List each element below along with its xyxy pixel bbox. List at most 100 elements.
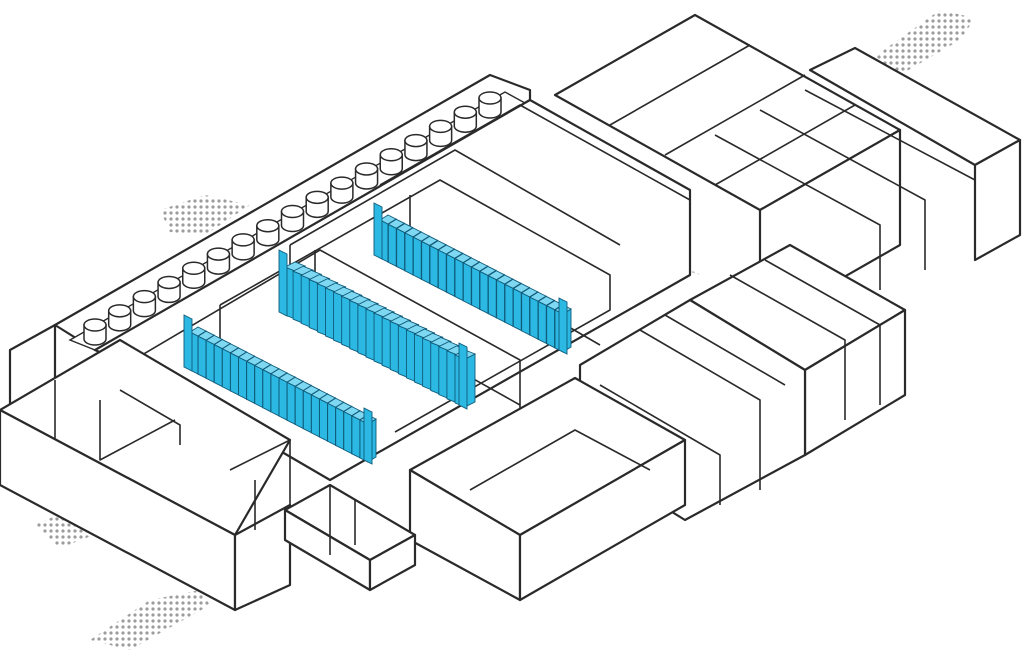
hall-divider-3 — [379, 104, 691, 201]
southwest-wing — [0, 338, 417, 612]
rack-cabinet-top — [364, 303, 388, 314]
cooling-tank — [305, 190, 329, 219]
cooling-tank — [107, 304, 132, 332]
rack-cabinet-top — [405, 324, 428, 335]
rack-cabinet — [479, 270, 489, 315]
rack-cabinet — [230, 352, 239, 396]
tank-top — [330, 176, 354, 190]
rack-cabinet — [454, 257, 464, 302]
cooling-tank — [182, 261, 206, 289]
sw-rooms — [54, 380, 291, 530]
tank-top — [107, 304, 132, 318]
rack-cabinet-top — [308, 274, 331, 285]
tank-top — [231, 233, 255, 247]
cooling-tank — [132, 289, 157, 318]
rack-cabinet — [512, 287, 522, 332]
rack-cabinet — [254, 364, 264, 409]
rack-cabinet-top — [429, 336, 452, 347]
east-wing-partitions — [609, 44, 856, 186]
tank-top — [132, 289, 157, 304]
rack-cabinet — [319, 398, 328, 442]
hall-divider-1 — [219, 179, 611, 433]
rack-row — [183, 314, 377, 465]
rack-rows — [183, 202, 572, 465]
rack-cabinet-top — [389, 315, 412, 326]
rack-cabinet — [213, 343, 223, 388]
rack-cabinet-top — [348, 295, 371, 306]
tank-top — [379, 148, 403, 162]
rack-cabinet — [404, 232, 414, 276]
rack-cabinet — [521, 292, 531, 336]
tank-top — [157, 275, 181, 290]
rack-cabinet-top — [421, 332, 444, 343]
rack-cabinet — [462, 262, 472, 306]
cooling-tank — [428, 119, 453, 148]
rack-cabinet-top — [372, 307, 396, 318]
tank-top — [478, 91, 502, 105]
rack-cabinet — [270, 373, 280, 417]
tank-top — [428, 119, 453, 134]
tank-top — [453, 105, 478, 119]
rack-cabinet — [537, 300, 547, 345]
entry-block-east — [368, 533, 417, 592]
rack-end-unit — [363, 407, 373, 465]
rack-cabinet — [238, 356, 248, 400]
rack-cabinet-top — [291, 265, 315, 276]
cooling-tank — [478, 91, 502, 119]
cooling-tanks — [83, 91, 502, 346]
tank-top — [280, 204, 305, 219]
cooling-tank — [280, 204, 305, 233]
rack-cabinet-top — [300, 269, 323, 280]
rack-cabinet-top — [340, 290, 363, 301]
rack-cabinet — [421, 240, 431, 285]
loading-east-face — [518, 438, 687, 602]
rack-cabinet — [504, 283, 514, 328]
shadow-top-right — [870, 10, 975, 75]
rack-cabinet — [221, 348, 231, 392]
rack-cabinet — [286, 381, 296, 426]
rack-cabinet — [246, 360, 256, 405]
rack-cabinet — [387, 223, 397, 268]
tank-top — [182, 261, 206, 275]
cooling-tank — [256, 218, 280, 247]
rack-cabinet-top — [397, 320, 420, 331]
rack-cabinet-top — [356, 299, 379, 310]
rack-cabinet-top — [283, 261, 307, 272]
tank-top — [83, 318, 107, 332]
rack-cabinet-top — [316, 278, 339, 289]
rack-cabinet-top — [413, 328, 436, 339]
tank-top — [404, 133, 428, 148]
tank-top — [256, 218, 280, 233]
rack-cabinet-top — [381, 311, 404, 322]
rack-row — [373, 202, 572, 355]
rack-end-unit — [183, 314, 193, 372]
hall-divider-2 — [289, 149, 621, 246]
cooling-gallery — [53, 73, 532, 352]
tank-top — [305, 190, 329, 205]
se-partitions — [599, 259, 881, 505]
rack-cabinet — [310, 394, 320, 438]
cooling-tank — [330, 176, 354, 204]
rack-end-unit — [458, 342, 468, 410]
rack-cabinet — [496, 279, 506, 323]
southeast-rooms — [578, 243, 907, 522]
north-annex-rooms — [714, 89, 976, 290]
rack-cabinet — [302, 389, 312, 434]
north-annex-face — [973, 138, 1022, 262]
cooling-tank — [354, 162, 379, 190]
rack-cabinet — [335, 406, 345, 451]
loading-inner — [469, 429, 651, 491]
cooling-tank — [157, 275, 181, 304]
rack-cabinet — [471, 266, 481, 310]
rack-cabinet — [437, 249, 447, 293]
rack-cabinet — [546, 304, 556, 349]
cooling-tank — [453, 105, 478, 133]
rack-end-unit — [278, 249, 288, 317]
rack-cabinet — [294, 385, 304, 430]
rack-cabinet — [197, 335, 207, 379]
rack-cabinet — [487, 274, 497, 319]
rack-cabinet — [429, 244, 439, 289]
cooling-tank — [231, 233, 255, 261]
